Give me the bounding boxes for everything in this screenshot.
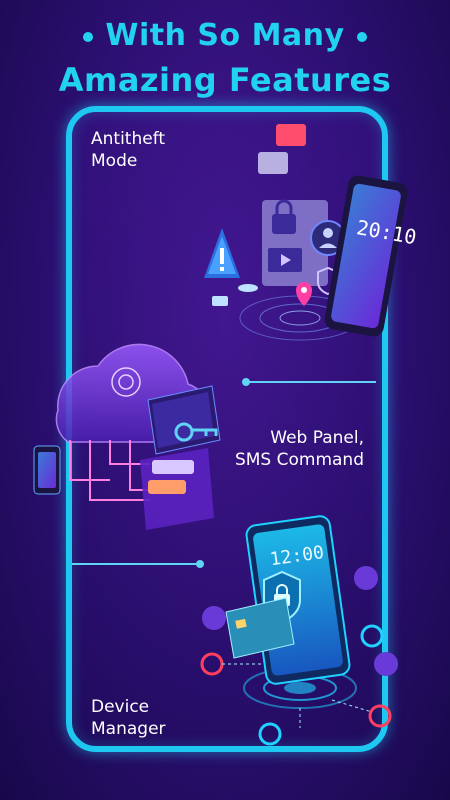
headline-line-1: With So Many [0, 14, 450, 58]
connector-line-2 [72, 560, 204, 568]
headline-line-2: Amazing Features [58, 61, 392, 99]
feature-caption-web-panel: Web Panel, SMS Command [234, 428, 364, 470]
connector-dot [242, 378, 250, 386]
feature-caption-antitheft: Antitheft Mode [91, 129, 166, 171]
connector-dot [196, 560, 204, 568]
location-pin-icon [296, 282, 312, 306]
phone-1: 20:10 [324, 175, 418, 337]
connector-line-1 [242, 378, 376, 386]
web-panel-illustration [33, 343, 221, 530]
bullet-dot-left [83, 31, 94, 42]
chat-bubble-icon [258, 124, 306, 174]
headline: With So Many Amazing Features [0, 14, 450, 102]
antitheft-illustration: 20:10 [204, 124, 418, 341]
feature-caption-device-manager: Device Manager [91, 697, 166, 739]
credit-card-icon [225, 597, 295, 659]
lock-icon [272, 199, 296, 234]
key-icon [174, 422, 218, 442]
device-manager-illustration: 12:00 [200, 515, 398, 746]
headline-text-1: With So Many [105, 18, 345, 53]
laptop [147, 385, 221, 455]
bullet-dot-right [356, 31, 367, 42]
warning-icon [204, 228, 240, 278]
